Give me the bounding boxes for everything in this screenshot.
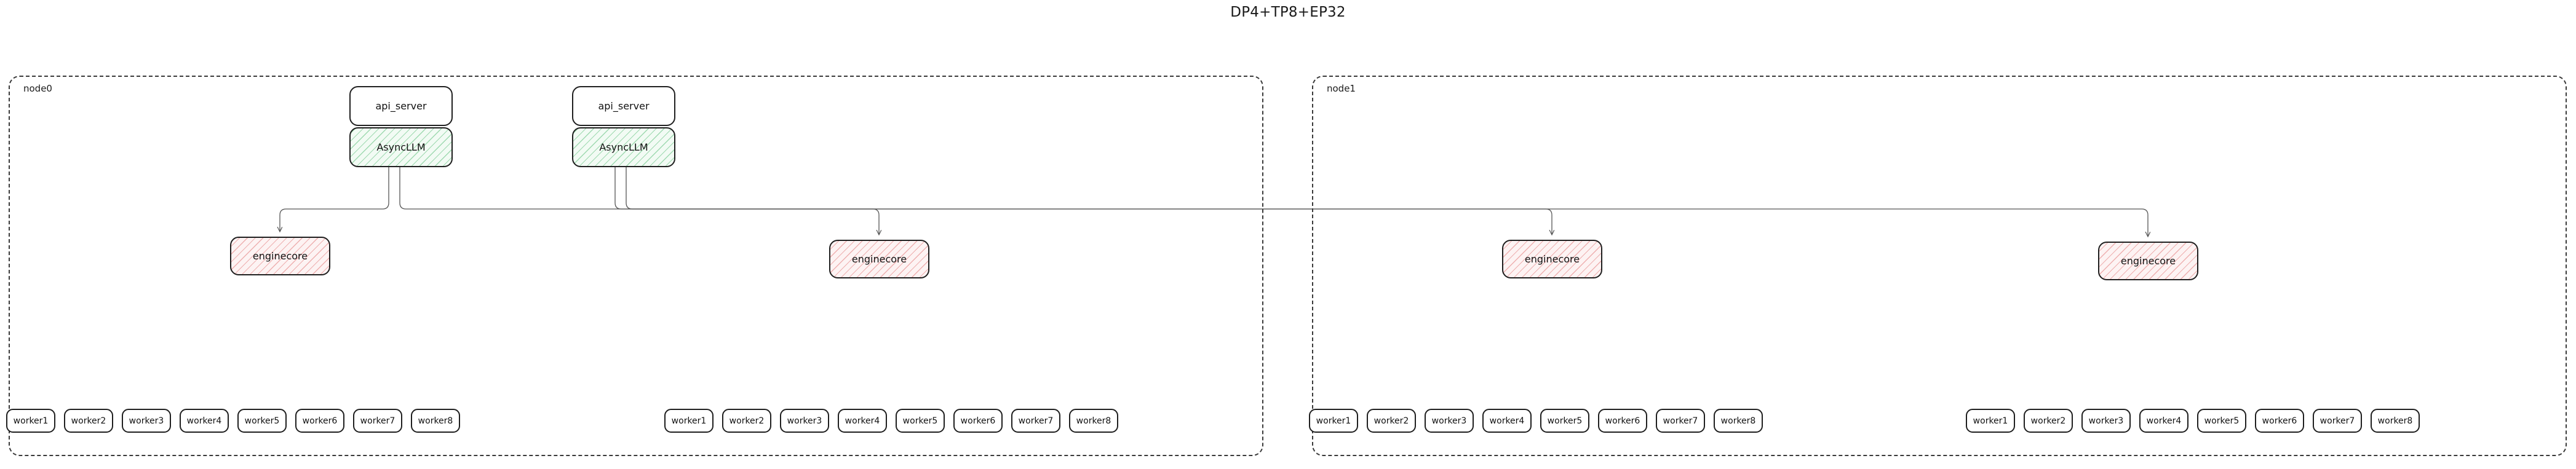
enginecore-box[interactable]: enginecore [1502,240,1602,278]
worker-box[interactable]: worker7 [1656,409,1705,433]
worker-box-label: worker4 [845,416,880,426]
worker-box[interactable]: worker5 [2197,409,2246,433]
worker-box-label: worker6 [302,416,338,426]
worker-box[interactable]: worker8 [411,409,460,433]
worker-box[interactable]: worker6 [953,409,1003,433]
worker-box-label: worker8 [418,416,453,426]
worker-box[interactable]: worker1 [1309,409,1358,433]
enginecore-box[interactable]: enginecore [2098,242,2198,280]
worker-box-label: worker7 [1663,416,1698,426]
worker-box-label: worker4 [1489,416,1525,426]
worker-box-label: worker3 [787,416,822,426]
worker-box-label: worker2 [71,416,106,426]
worker-box[interactable]: worker4 [838,409,887,433]
api-server-box-label: api_server [598,100,650,112]
worker-box[interactable]: worker8 [1714,409,1763,433]
worker-box[interactable]: worker6 [2255,409,2304,433]
worker-box[interactable]: worker2 [64,409,113,433]
worker-box-label: worker3 [1431,416,1467,426]
worker-box-label: worker4 [186,416,222,426]
async-llm-box-label: AsyncLLM [376,141,426,153]
worker-box[interactable]: worker5 [896,409,945,433]
worker-box-label: worker1 [671,416,707,426]
node-label-node0: node0 [23,83,52,94]
worker-box-label: worker1 [1316,416,1351,426]
enginecore-box-label: enginecore [1524,253,1580,265]
async-llm-box[interactable]: AsyncLLM [349,127,453,167]
worker-box-label: worker5 [1547,416,1583,426]
worker-box[interactable]: worker2 [722,409,771,433]
worker-box-label: worker5 [2204,416,2240,426]
worker-box-label: worker8 [1076,416,1111,426]
async-llm-box-label: AsyncLLM [599,141,648,153]
worker-box-label: worker1 [1973,416,2008,426]
worker-box-label: worker5 [244,416,280,426]
api-server-box[interactable]: api_server [349,86,453,126]
worker-box[interactable]: worker3 [122,409,171,433]
worker-box[interactable]: worker4 [2139,409,2188,433]
worker-box-label: worker6 [1605,416,1640,426]
enginecore-box[interactable]: enginecore [829,240,929,278]
worker-box[interactable]: worker5 [237,409,287,433]
worker-box-label: worker2 [1373,416,1409,426]
enginecore-box[interactable]: enginecore [230,237,330,275]
worker-box[interactable]: worker5 [1540,409,1589,433]
worker-box[interactable]: worker4 [1482,409,1532,433]
worker-box-label: worker8 [2377,416,2413,426]
worker-box[interactable]: worker4 [180,409,229,433]
worker-box[interactable]: worker6 [295,409,344,433]
enginecore-box-label: enginecore [2120,255,2176,267]
worker-box-label: worker3 [2088,416,2124,426]
worker-box[interactable]: worker2 [2024,409,2073,433]
worker-box-label: worker2 [2030,416,2066,426]
worker-box[interactable]: worker7 [353,409,402,433]
node-cluster-node1: node1 [1312,76,2567,456]
page-title: DP4+TP8+EP32 [1230,4,1346,20]
worker-box[interactable]: worker3 [2081,409,2131,433]
enginecore-box-label: enginecore [252,250,308,262]
worker-box-label: worker7 [360,416,396,426]
worker-box[interactable]: worker7 [2313,409,2362,433]
worker-box-label: worker2 [729,416,765,426]
node-cluster-node0: node0 [9,76,1263,456]
worker-box-label: worker7 [2320,416,2355,426]
worker-box-label: worker5 [902,416,938,426]
worker-box-label: worker4 [2146,416,2182,426]
worker-box-label: worker3 [129,416,164,426]
worker-box-label: worker7 [1018,416,1054,426]
enginecore-box-label: enginecore [851,253,907,265]
async-llm-box[interactable]: AsyncLLM [572,127,675,167]
worker-box-label: worker8 [1720,416,1756,426]
worker-box[interactable]: worker3 [1425,409,1474,433]
worker-box[interactable]: worker1 [664,409,714,433]
api-server-box[interactable]: api_server [572,86,675,126]
worker-box[interactable]: worker8 [1069,409,1118,433]
worker-box-label: worker6 [2262,416,2297,426]
worker-box[interactable]: worker2 [1367,409,1416,433]
worker-box-label: worker1 [13,416,49,426]
node-label-node1: node1 [1327,83,1356,94]
worker-box[interactable]: worker1 [6,409,55,433]
worker-box[interactable]: worker6 [1598,409,1647,433]
api-server-box-label: api_server [375,100,427,112]
worker-box-label: worker6 [960,416,996,426]
worker-box[interactable]: worker3 [780,409,829,433]
worker-box[interactable]: worker7 [1011,409,1060,433]
worker-box[interactable]: worker1 [1966,409,2015,433]
worker-box[interactable]: worker8 [2371,409,2420,433]
